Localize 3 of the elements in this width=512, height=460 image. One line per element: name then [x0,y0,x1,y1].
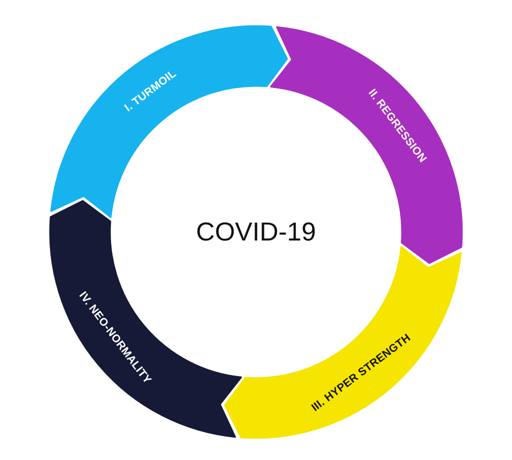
cycle-arrow-segment [224,246,462,438]
center-label: COVID-19 [196,216,316,248]
cycle-arrow-segment [50,26,288,218]
